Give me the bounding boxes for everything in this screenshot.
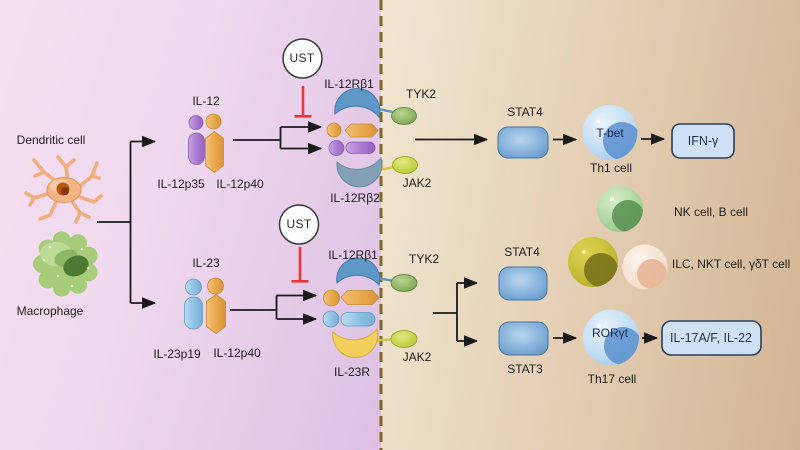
tyk2-label-2: TYK2 xyxy=(408,252,440,266)
th1-cell-label: Th1 cell xyxy=(589,161,633,175)
il12p40-label: IL-12p40 xyxy=(216,177,264,191)
il12rb1-crescent-2 xyxy=(336,257,381,287)
ifn-gamma-box xyxy=(671,123,735,159)
nkt-cell-sphere xyxy=(622,244,668,290)
il12-label: IL-12 xyxy=(192,94,220,108)
dendritic-cell-illustration xyxy=(24,155,103,224)
th17-cell-label: Th17 cell xyxy=(587,372,637,386)
il23-cytokine-shape xyxy=(184,277,226,334)
il12rb2-label: IL-12Rβ2 xyxy=(330,191,380,205)
macrophage-label: Macrophage xyxy=(16,304,84,318)
il23r-label: IL-23R xyxy=(333,365,371,379)
ilc-cell-sphere xyxy=(568,237,618,287)
tyk2-oval xyxy=(391,107,417,125)
stat3-box xyxy=(498,321,549,356)
il23-label: IL-23 xyxy=(192,256,220,270)
il12rb1-crescent xyxy=(334,88,381,119)
il17-il22-label: IL-17A/F, IL-22 xyxy=(670,330,752,345)
nk-b-cell-label: NK cell, B cell xyxy=(673,205,749,219)
jak2-label-2: JAK2 xyxy=(402,350,432,364)
il23r-crescent xyxy=(332,327,379,358)
macrophage-nucleus xyxy=(63,255,89,277)
intracellular-background xyxy=(381,0,800,450)
jak2-label: JAK2 xyxy=(402,176,432,190)
roryt-label: RORγt xyxy=(592,326,628,340)
ust-label: UST xyxy=(289,51,315,65)
il23-receptor-complex xyxy=(322,257,381,358)
macrophage-illustration xyxy=(33,231,98,297)
il17-il22-box xyxy=(661,320,762,356)
dendritic-cell-label: Dendritic cell xyxy=(16,133,86,147)
tyk2-oval-2 xyxy=(390,274,418,292)
il12rb1-label-2: IL-12Rβ1 xyxy=(328,248,378,262)
il12rb2-crescent xyxy=(336,156,383,188)
stat4-label-2: STAT4 xyxy=(504,245,540,259)
pathway-arrows xyxy=(97,127,664,341)
ilc-nkt-label: ILC, NKT cell, γδT cell xyxy=(671,257,791,271)
ust-inhibitor-circle-2 xyxy=(278,204,320,245)
jak2-oval xyxy=(392,156,418,174)
il12p40-label-2: IL-12p40 xyxy=(213,346,261,360)
stat4-box-2 xyxy=(498,266,548,301)
il12-cytokine-shape xyxy=(188,113,224,174)
stat4-box xyxy=(497,126,549,159)
ust-label-2: UST xyxy=(286,217,312,231)
il12rb1-label: IL-12Rβ1 xyxy=(324,77,374,91)
ust-inhibitor-circle xyxy=(282,38,323,79)
stat3-label: STAT3 xyxy=(507,362,543,376)
nk-b-cell-sphere xyxy=(597,186,643,232)
stat4-label: STAT4 xyxy=(507,105,543,119)
il12-receptor-complex xyxy=(326,88,383,188)
il12p35-label: IL-12p35 xyxy=(157,177,205,191)
ust-inhibition-bars xyxy=(291,86,312,283)
il23p19-label: IL-23p19 xyxy=(153,347,201,361)
tyk2-label: TYK2 xyxy=(405,87,437,101)
tbet-label: T-bet xyxy=(596,126,624,140)
jak2-oval-2 xyxy=(390,330,418,348)
ifn-gamma-label: IFN-γ xyxy=(687,133,719,148)
